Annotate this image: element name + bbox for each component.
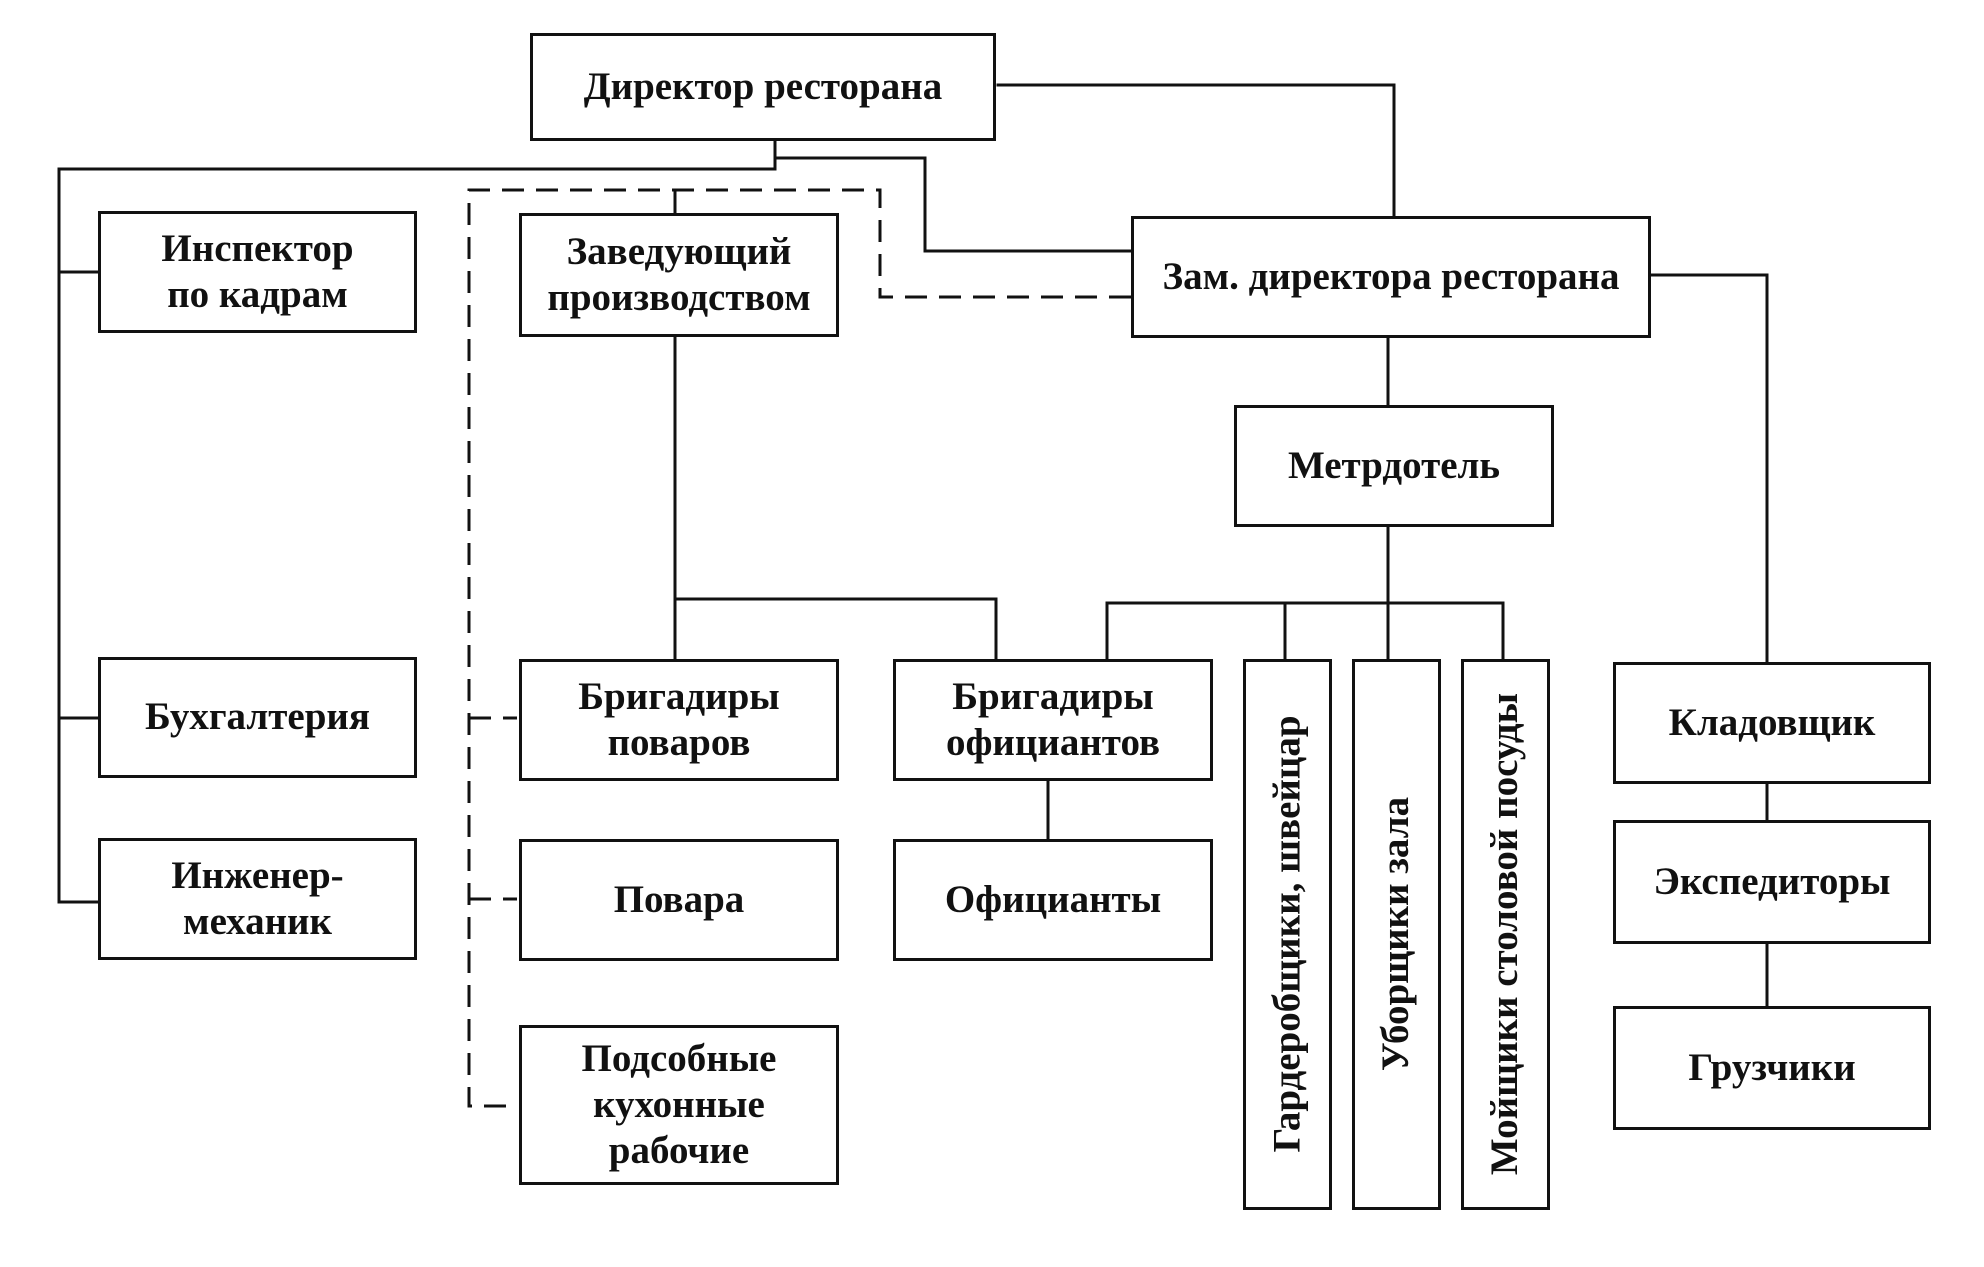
- node-cook-brigadiers-label: Бригадиры поваров: [578, 674, 780, 764]
- node-kitchen-workers-label: Подсобные кухонные рабочие: [581, 1036, 777, 1172]
- node-accounting-label: Бухгалтерия: [145, 695, 370, 739]
- node-waiter-brigadiers-label: Бригадиры официантов: [945, 674, 1161, 764]
- node-dishwashers: Мойщики столовой посуды: [1461, 659, 1550, 1210]
- edge-director-deputy-step: [773, 156, 1133, 253]
- node-cloakroom-label: Гардеробщики, швейцар: [1265, 715, 1309, 1154]
- node-hall-cleaners: Уборщики зала: [1352, 659, 1441, 1210]
- node-storekeeper: Кладовщик: [1613, 662, 1931, 784]
- node-forwarders-label: Экспедиторы: [1653, 859, 1891, 903]
- node-engineer-label: Инженер- механик: [171, 853, 344, 943]
- node-forwarders: Экспедиторы: [1613, 820, 1931, 944]
- node-dishwashers-label: Мойщики столовой посуды: [1483, 693, 1527, 1176]
- node-loaders: Грузчики: [1613, 1006, 1931, 1130]
- edge-production-waiter-brigadiers: [673, 597, 998, 661]
- node-maitre-label: Метрдотель: [1287, 443, 1501, 487]
- edge-maitre-staff-bus: [1105, 601, 1505, 661]
- node-loaders-label: Грузчики: [1688, 1045, 1856, 1089]
- node-deputy-label: Зам. директора ресторана: [1162, 254, 1620, 298]
- node-deputy: Зам. директора ресторана: [1131, 216, 1651, 338]
- node-cook-brigadiers: Бригадиры поваров: [519, 659, 839, 781]
- node-kitchen-workers: Подсобные кухонные рабочие: [519, 1025, 839, 1185]
- node-waiters: Официанты: [893, 839, 1213, 961]
- node-production-head: Заведующий производством: [519, 213, 839, 337]
- node-engineer: Инженер- механик: [98, 838, 417, 960]
- node-waiter-brigadiers: Бригадиры официантов: [893, 659, 1213, 781]
- node-cooks: Повара: [519, 839, 839, 961]
- node-cooks-label: Повара: [613, 877, 745, 921]
- node-storekeeper-label: Кладовщик: [1668, 700, 1876, 744]
- edge-director-left-bus: [57, 138, 777, 904]
- node-maitre: Метрдотель: [1234, 405, 1554, 527]
- node-cloakroom: Гардеробщики, швейцар: [1243, 659, 1332, 1210]
- node-director: Директор ресторана: [530, 33, 996, 141]
- node-hall-cleaners-label: Уборщики зала: [1374, 797, 1418, 1072]
- node-hr-label: Инспектор по кадрам: [161, 226, 354, 316]
- node-hr: Инспектор по кадрам: [98, 211, 417, 333]
- node-accounting: Бухгалтерия: [98, 657, 417, 778]
- node-production-head-label: Заведующий производством: [547, 229, 811, 319]
- edge-director-deputy: [996, 83, 1396, 218]
- edge-deputy-storekeeper: [1649, 273, 1769, 664]
- edge-dashed-director-production: [467, 188, 1131, 1108]
- node-waiters-label: Официанты: [944, 877, 1162, 921]
- node-director-label: Директор ресторана: [583, 64, 943, 108]
